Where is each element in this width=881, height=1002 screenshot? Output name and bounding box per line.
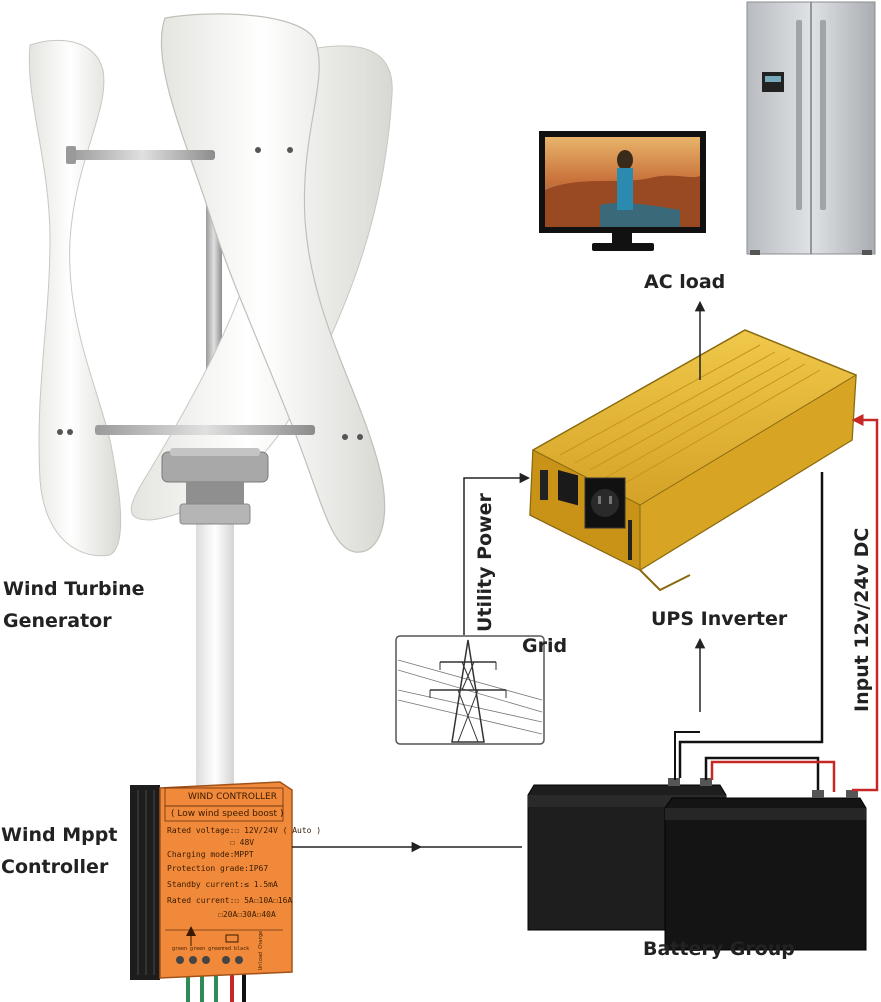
wind-controller-graphic	[130, 781, 293, 980]
controller-terminal-side: Unload Charge	[258, 930, 264, 970]
controller-charging-mode: Charging mode:MPPT	[167, 850, 254, 859]
utility-power-label: Utility Power	[474, 493, 496, 632]
battery-wires	[674, 418, 879, 792]
wind-turbine-label: Wind Turbine Generator	[3, 573, 145, 637]
controller-protection-grade: Protection grade:IP67	[167, 864, 269, 873]
controller-standby-current: Standby current:≤ 1.5mA	[167, 880, 278, 889]
input-dc-label: Input 12v/24v DC	[851, 527, 873, 712]
wind-turbine-graphic	[28, 13, 393, 790]
controller-rated-voltage: Rated voltage:☐ 12V/24V ( Auto )	[167, 826, 322, 835]
tv-graphic	[539, 131, 706, 251]
ups-inverter-graphic	[529, 329, 857, 592]
turbine-arm-lower	[95, 425, 315, 435]
wind-mppt-label-line1: Wind Mppt	[1, 824, 118, 846]
controller-terminal-battery: red black	[222, 946, 250, 952]
arrow-grid-to-inverter	[463, 472, 531, 635]
wind-turbine-label-line1: Wind Turbine	[3, 578, 145, 600]
battery-group-graphic	[527, 778, 867, 951]
controller-title: WIND CONTROLLER	[188, 792, 277, 802]
turbine-arm-upper	[70, 150, 215, 160]
wind-mppt-label: Wind Mppt Controller	[1, 819, 117, 883]
controller-rated-current-2: ☐20A☐30A☐40A	[218, 910, 276, 919]
turbine-blade-left	[28, 39, 122, 557]
turbine-blade-front	[160, 13, 386, 553]
controller-rated-current: Rated current:☐ 5A☐10A☐16A	[167, 896, 293, 905]
ups-inverter-label: UPS Inverter	[651, 608, 788, 630]
controller-body	[159, 781, 293, 979]
wind-turbine-label-line2: Generator	[3, 610, 112, 632]
grid-label: Grid	[522, 635, 568, 657]
fridge-graphic	[746, 1, 876, 255]
controller-rated-voltage-48: ☐ 48V	[230, 838, 255, 847]
wind-mppt-label-line2: Controller	[1, 856, 109, 878]
turbine-pole	[196, 520, 234, 790]
ac-load-label: AC load	[644, 271, 726, 293]
controller-terminal-wind: green green green	[172, 946, 224, 952]
grid-graphic	[395, 635, 545, 745]
battery-group-label: Battery Group	[643, 938, 795, 960]
turbine-generator-hub	[161, 451, 269, 483]
controller-subtitle: ( Low wind speed boost )	[171, 809, 284, 819]
